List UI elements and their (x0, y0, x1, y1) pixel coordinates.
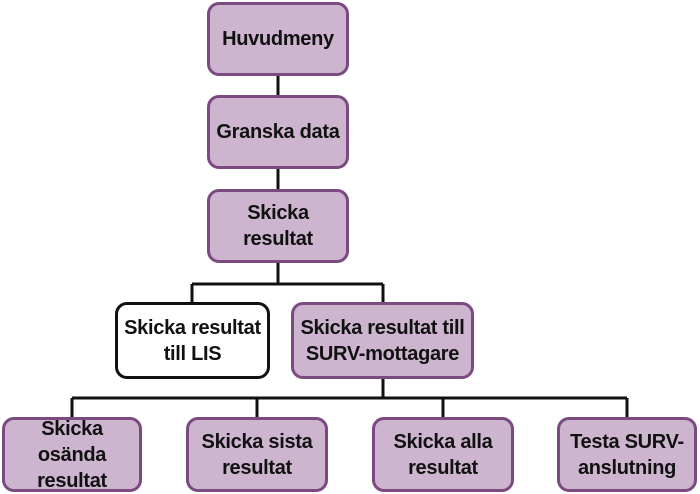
node-review-data[interactable]: Granska data (207, 95, 349, 169)
node-send-to-lis[interactable]: Skicka resultat till LIS (115, 302, 270, 379)
node-send-results[interactable]: Skicka resultat (207, 189, 349, 263)
node-test-surv-label: Testa SURV- anslutning (570, 430, 684, 479)
node-send-to-surv[interactable]: Skicka resultat till SURV-mottagare (291, 302, 474, 379)
node-send-to-surv-label: Skicka resultat till SURV-mottagare (300, 316, 465, 365)
node-review-data-label: Granska data (216, 121, 340, 143)
node-send-unsent[interactable]: Skicka osända resultat (2, 417, 142, 492)
node-test-surv[interactable]: Testa SURV- anslutning (557, 417, 697, 492)
node-send-all-label: Skicka alla resultat (393, 430, 493, 479)
node-send-last[interactable]: Skicka sista resultat (186, 417, 328, 492)
node-send-unsent-label: Skicka osända resultat (37, 417, 107, 492)
node-send-to-lis-label: Skicka resultat till LIS (124, 316, 261, 365)
node-send-results-label: Skicka resultat (243, 202, 313, 250)
node-send-last-label: Skicka sista resultat (201, 430, 313, 479)
node-send-all[interactable]: Skicka alla resultat (372, 417, 514, 492)
node-main-menu-label: Huvudmeny (222, 28, 334, 50)
node-main-menu[interactable]: Huvudmeny (207, 2, 349, 76)
